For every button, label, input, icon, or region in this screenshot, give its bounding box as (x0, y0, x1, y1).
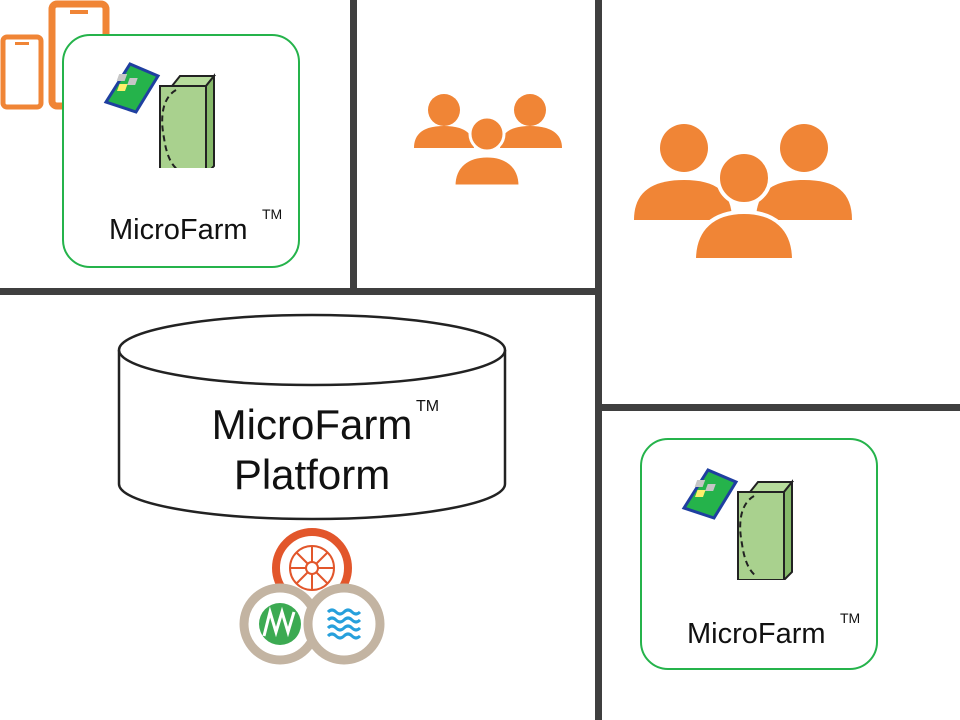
device-card-label: MicroFarm (109, 214, 248, 246)
users-group-icon (634, 124, 852, 262)
microfarm-device-icon (103, 62, 217, 168)
platform-title-line2: Platform (233, 451, 391, 498)
smartphone-icon (0, 34, 44, 110)
microfarm-device-icon (681, 468, 795, 580)
platform-title-line1: MicroFarm (211, 401, 413, 448)
device-card-top: MicroFarm TM (62, 34, 300, 268)
device-card-label: MicroFarm (687, 618, 826, 650)
divider-horizontal-right (598, 404, 960, 411)
database-cylinder-icon (117, 313, 507, 521)
device-card-bottom: MicroFarm TM (640, 438, 878, 670)
trademark-mark: TM (416, 398, 440, 415)
divider-horizontal-left (0, 288, 598, 295)
trademark-mark: TM (262, 206, 283, 222)
trademark-mark: TM (840, 610, 861, 626)
divider-vertical-left (350, 0, 357, 292)
platform-database: MicroFarm TM Platform (116, 312, 508, 522)
users-group-icon (414, 94, 562, 188)
divider-vertical-right (595, 0, 602, 720)
three-circle-logo-icon (239, 528, 385, 665)
